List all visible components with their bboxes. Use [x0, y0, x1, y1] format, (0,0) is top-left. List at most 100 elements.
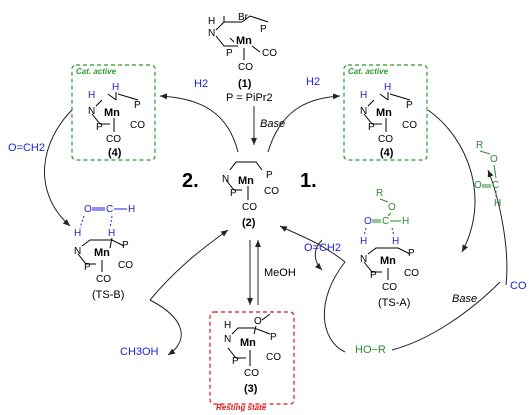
ts-a-hc: H [402, 216, 409, 227]
h2-right: H2 [306, 76, 320, 88]
complex-2-p-top: P [266, 170, 273, 181]
formate-ester: R O O C H [474, 140, 501, 209]
ts-a-r: R [376, 188, 383, 199]
ts-a-o1: O [388, 202, 396, 213]
ts-b-c: C [106, 204, 113, 215]
complex-3-co1: CO [266, 352, 281, 363]
complex-4-right: H H N Mn P P CO CO (4) [360, 82, 417, 159]
step-1-label: 1. [300, 170, 317, 192]
ts-a-hn: H [360, 236, 367, 247]
resting-state-box [209, 311, 295, 405]
complex-4-left-p-top: P [134, 100, 141, 111]
ts-a-co2: CO [382, 282, 397, 293]
ts-b-co1: CO [118, 260, 133, 271]
ts-a: R O O C H H H N Mn P P CO CO (TS-A) [360, 188, 419, 309]
complex-1-p-top: P [260, 24, 267, 35]
ts-a-p-bot: P [370, 270, 377, 281]
complex-2-label: (2) [242, 217, 256, 229]
complex-1: H N Br P Mn P CO CO (1) [208, 12, 277, 90]
complex-3-co2: CO [244, 368, 259, 379]
complex-2-p-bot: P [230, 188, 237, 199]
complex-4-left-h2: H [112, 82, 119, 93]
complex-3-p-top: P [270, 332, 277, 343]
complex-4-right-p-bot: P [368, 122, 375, 133]
complex-1-br: Br [238, 12, 249, 23]
complex-1-h: H [208, 16, 215, 27]
complex-1-co2: CO [238, 62, 253, 73]
h2-left: H2 [194, 78, 208, 90]
formate-c: C [492, 180, 499, 191]
ts-b: O C H H H N Mn P P CO CO (TS-B) [74, 204, 135, 301]
ts-b-mn: Mn [94, 247, 110, 259]
ts-a-n: N [360, 254, 367, 265]
complex-2-mn: Mn [238, 175, 254, 187]
ts-b-hn: H [74, 228, 81, 239]
complex-3-p-bot: P [232, 356, 239, 367]
ts-b-hmn: H [108, 228, 115, 239]
formaldehyde-mid: O=CH2 [304, 242, 341, 254]
complex-4-right-co2: CO [378, 134, 393, 145]
complex-4-left-h1: H [88, 90, 95, 101]
complex-2-n: N [222, 174, 229, 185]
cat-active-label-left: Cat. active [76, 67, 117, 76]
ts-a-hmn: H [392, 236, 399, 247]
step-2-label: 2. [182, 170, 199, 192]
cat-active-label-right: Cat. active [348, 67, 389, 76]
base-label-right: Base [452, 293, 477, 305]
ts-a-c: C [382, 216, 389, 227]
complex-4-right-h1: H [360, 90, 367, 101]
complex-4-right-label: (4) [380, 147, 394, 159]
complex-3-o: O [254, 316, 262, 327]
phosphine-definition: P = PiPr2 [226, 92, 273, 104]
ts-b-p-bot: P [84, 262, 91, 273]
complex-4-right-p-top: P [406, 100, 413, 111]
complex-4-left: H H N Mn P P CO CO (4) [88, 82, 145, 159]
complex-4-left-label: (4) [108, 147, 122, 159]
formate-o2: O [474, 180, 482, 191]
ts-b-o: O [84, 204, 92, 215]
ts-b-label: (TS-B) [92, 289, 124, 301]
methanol-label: CH3OH [120, 346, 159, 358]
complex-1-label: (1) [238, 78, 252, 90]
formate-o1: O [490, 154, 498, 165]
complex-4-right-h2: H [384, 82, 391, 93]
ts-b-co2: CO [96, 274, 111, 285]
ts-a-mn: Mn [380, 255, 396, 267]
complex-2: N Mn P P CO CO (2) [222, 161, 279, 229]
ts-a-label: (TS-A) [378, 297, 410, 309]
complex-4-left-p-bot: P [96, 122, 103, 133]
complex-1-p-bot: P [226, 48, 233, 59]
complex-4-left-co2: CO [106, 134, 121, 145]
ts-a-co1: CO [404, 268, 419, 279]
formate-h: H [494, 198, 501, 209]
cat-active-box-left [71, 64, 156, 161]
cat-active-box-right [343, 64, 428, 161]
complex-3: H O N Mn P P CO CO (3) [224, 313, 281, 395]
ts-b-hc: H [128, 204, 135, 215]
complex-3-mn: Mn [240, 337, 256, 349]
formaldehyde-left: O=CH2 [8, 142, 45, 154]
complex-3-n: N [224, 334, 231, 345]
complex-2-co2: CO [242, 202, 257, 213]
complex-2-co1: CO [264, 186, 279, 197]
alcohol-hor-label: HO−R [355, 344, 386, 356]
complex-3-label: (3) [244, 383, 258, 395]
co-right-label: CO [510, 280, 527, 292]
formate-r: R [476, 140, 483, 151]
resting-state-caption: Resting state [216, 403, 267, 412]
complex-3-h: H [224, 320, 231, 331]
complex-1-mn: Mn [236, 35, 252, 47]
complex-1-co1: CO [262, 48, 277, 59]
ts-a-o2: O [364, 216, 372, 227]
meoh-label: MeOH [264, 267, 296, 279]
ts-b-n: N [74, 246, 81, 257]
complex-4-right-mn: Mn [376, 107, 392, 119]
complex-4-left-n: N [88, 106, 95, 117]
complex-4-left-co1: CO [130, 120, 145, 131]
complex-4-right-co1: CO [402, 120, 417, 131]
complex-4-left-mn: Mn [104, 107, 120, 119]
complex-1-n: N [208, 28, 215, 39]
complex-4-right-n: N [360, 106, 367, 117]
ts-b-p-top: P [122, 240, 129, 251]
